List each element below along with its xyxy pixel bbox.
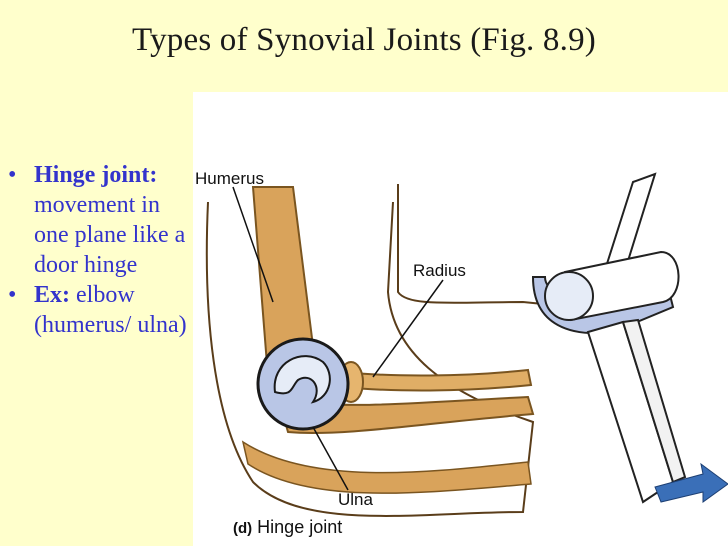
label-humerus: Humerus: [195, 169, 264, 188]
movement-arrow-icon: [654, 462, 728, 503]
figure-caption: (d) Hinge joint: [233, 517, 342, 538]
ulna-leader-line: [312, 426, 349, 491]
slide-title: Types of Synovial Joints (Fig. 8.9): [132, 22, 596, 58]
upper-arm-outline: [397, 184, 544, 305]
humerus-trochlea: [273, 355, 331, 404]
bullet-term: Ex:: [34, 282, 70, 308]
joint-circle: [256, 337, 350, 431]
label-ulna: Ulna: [338, 490, 373, 509]
caption-text: Hinge joint: [257, 517, 343, 537]
hinge-cylinder-end: [544, 271, 594, 321]
arm-outline: [205, 201, 535, 517]
bullet-term: Hinge joint:: [34, 162, 158, 188]
bullet-dot-icon: •: [8, 282, 17, 308]
bullet-list: • Hinge joint: movement in one plane lik…: [6, 160, 191, 340]
bullet-text: elbow (humerus/ ulna): [34, 282, 187, 338]
hinge-cylinder: [563, 250, 680, 322]
humerus-leader-line: [232, 186, 274, 303]
radius-bone: [342, 368, 533, 392]
caption-letter: (d): [233, 520, 253, 537]
bullet-item-hinge: • Hinge joint: movement in one plane lik…: [6, 160, 191, 280]
bullet-text: movement in one plane like a door hinge: [34, 192, 186, 278]
bullet-item-example: • Ex: elbow (humerus/ ulna): [6, 280, 191, 340]
radius-leader-line: [372, 279, 444, 378]
hinge-joint-figure: Humerus Radius Ulna (d) Hinge joint: [193, 92, 728, 546]
hinge-lower-plate-side: [621, 318, 687, 484]
label-radius: Radius: [413, 261, 466, 280]
forearm-flesh: [241, 440, 532, 494]
bullet-dot-icon: •: [8, 162, 17, 188]
elbow-illustration: [205, 172, 728, 517]
